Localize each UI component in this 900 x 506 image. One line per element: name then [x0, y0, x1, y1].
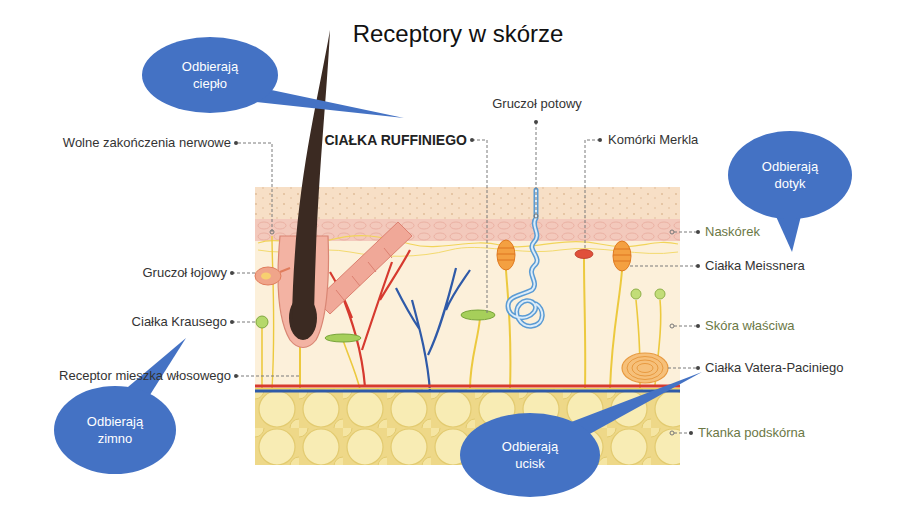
leader-dot [534, 214, 538, 218]
part-label: CIAŁKA RUFFINIEGO [324, 132, 467, 148]
nerve-fiber [584, 258, 585, 389]
leader-line [232, 322, 256, 323]
end-bulb [631, 289, 641, 299]
merkel-cell [575, 250, 593, 259]
leader-line [674, 326, 697, 327]
callout-shape [142, 37, 278, 113]
leader-dot [230, 320, 234, 324]
nerve-fiber [610, 270, 622, 389]
part-label: Tkanka podskórna [698, 425, 805, 441]
leader-dot [670, 230, 674, 234]
leader-dot [696, 324, 700, 328]
callout-ellipse [54, 386, 176, 474]
part-label: Ciałka Meissnera [705, 258, 805, 274]
leader-dot [696, 264, 700, 268]
part-label: Ciałka Vatera-Paciniego [705, 360, 844, 376]
part-label: Skóra właściwa [705, 318, 795, 334]
artery [255, 385, 680, 388]
sebaceous-duct [280, 268, 290, 272]
nerve-fiber [470, 318, 480, 389]
muscle-striation [336, 248, 392, 300]
callout-ellipse [142, 37, 278, 113]
leader-dot [696, 366, 700, 370]
leader-line [232, 273, 256, 274]
end-bulb [655, 289, 665, 299]
leader-dot [670, 431, 674, 435]
callout-bubble: Odbierają ciepło [142, 37, 278, 113]
leader-line [238, 143, 272, 232]
pacinian-lamella [632, 360, 658, 376]
leader-dot [696, 230, 700, 234]
callout-text: Odbierają ucisk [493, 438, 567, 472]
nerve-fiber [343, 340, 360, 389]
leader-dot [234, 141, 238, 145]
pacinian-corpuscle [622, 353, 668, 383]
part-label: Gruczoł łojowy [142, 265, 227, 281]
krause-bulb [256, 316, 268, 328]
callout-text-wrap: Odbierają dotyk [728, 131, 852, 219]
meissner-corpuscle [497, 240, 515, 270]
meissner-corpuscle [613, 241, 631, 271]
leader-dot [670, 324, 674, 328]
hair-shaft [292, 30, 330, 320]
part-label: Komórki Merkla [608, 132, 698, 148]
callout-text: Odbierają zimno [78, 413, 152, 447]
callout-text: Odbierają dotyk [753, 158, 827, 192]
leader-line [536, 122, 537, 214]
nerve-fiber [506, 270, 511, 389]
diagram-title: Receptory w skórze [0, 20, 900, 48]
callout-ellipse [460, 413, 600, 497]
leader-line [472, 140, 487, 313]
ruffini-corpuscle [325, 334, 361, 342]
leader-dot [270, 230, 274, 234]
leader-line [585, 140, 600, 250]
arrector-muscle [316, 222, 412, 314]
part-label: Gruczoł potowy [492, 96, 582, 112]
leader-line [236, 376, 300, 377]
vein [255, 390, 680, 393]
callout-bubble: Odbierają zimno [54, 386, 176, 474]
pacinian-lamella [627, 357, 663, 380]
meissner-striation [497, 248, 515, 260]
vein-branch [396, 268, 470, 392]
ruffini-corpuscle [461, 310, 495, 320]
leader-line [674, 433, 690, 434]
callout-text-wrap: Odbierają ciepło [142, 37, 278, 113]
part-label: Ciałka Krausego [132, 314, 227, 330]
leader-dot [234, 374, 238, 378]
nerve-fiber [272, 236, 274, 389]
nerve-trunk [255, 388, 680, 389]
pacinian-lamella [637, 364, 653, 373]
callout-ellipse [728, 131, 852, 219]
callout-text: Odbierają ciepło [173, 58, 247, 92]
leader-dots [230, 120, 700, 435]
leader-dot [598, 138, 602, 142]
callout-shape [54, 386, 176, 474]
leader-dot [230, 271, 234, 275]
callout-bubble: Odbierają dotyk [728, 131, 852, 219]
callout-shape [728, 131, 852, 219]
leader-dot [534, 120, 538, 124]
part-label: Naskórek [705, 224, 760, 240]
leader-line [668, 368, 697, 369]
callout-tail [566, 372, 702, 436]
leader-lines [232, 122, 697, 433]
part-label: Wolne zakończenia nerwowe [63, 135, 231, 151]
sebaceous-gland-core [261, 273, 271, 280]
leader-line [674, 232, 697, 233]
meissner-striation [613, 249, 631, 261]
nerve-fiber [261, 328, 263, 389]
callout-text-wrap: Odbierają zimno [54, 386, 176, 474]
callout-bubble: Odbierają ucisk [460, 413, 600, 497]
leader-line [630, 266, 697, 267]
leader-dot [689, 431, 693, 435]
callout-shape [460, 413, 600, 497]
leader-dot [470, 138, 474, 142]
callout-text-wrap: Odbierają ucisk [460, 413, 600, 497]
sebaceous-gland [255, 267, 281, 285]
